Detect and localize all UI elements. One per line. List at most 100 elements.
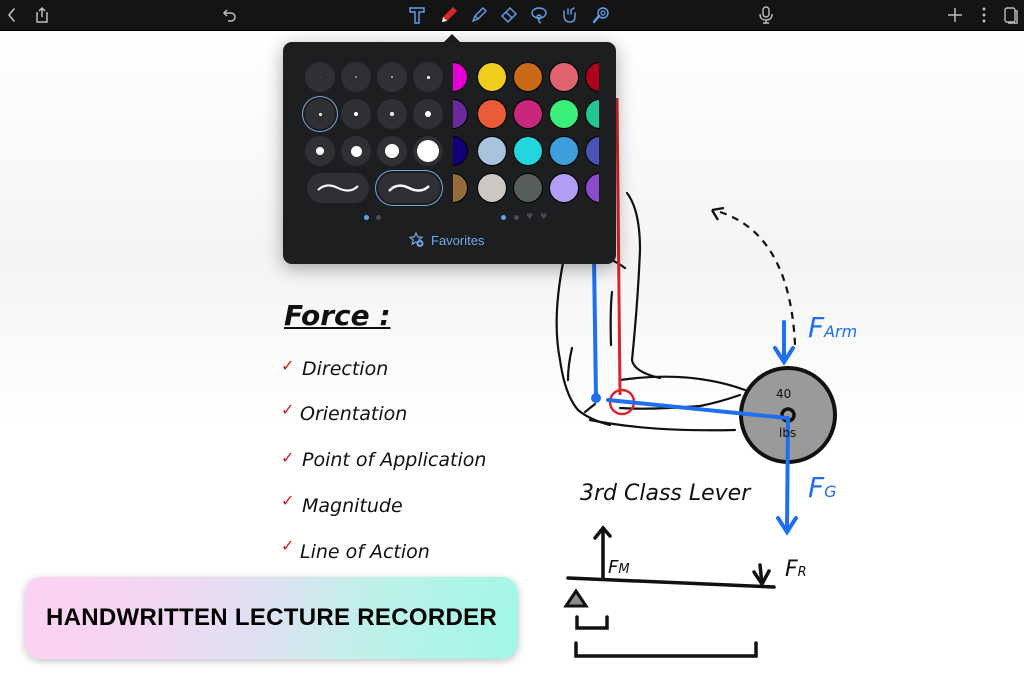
back-button[interactable] <box>0 3 24 27</box>
pen-size-option[interactable] <box>341 136 371 166</box>
pen-size-option[interactable] <box>377 99 407 129</box>
microphone-icon <box>759 6 773 24</box>
star-add-icon <box>409 232 424 247</box>
color-swatch[interactable] <box>585 62 599 92</box>
color-page-dot[interactable] <box>514 215 519 220</box>
color-swatch[interactable] <box>585 173 599 203</box>
size-page-dot[interactable] <box>376 215 381 220</box>
pen-size-option-selected[interactable] <box>305 99 335 129</box>
color-swatch[interactable] <box>549 99 579 129</box>
add-button[interactable] <box>943 3 967 27</box>
pen-settings-popover: ♥ ♥ Favorites <box>283 42 616 264</box>
pages-icon <box>1004 7 1018 24</box>
back-icon <box>7 8 15 22</box>
force-muscle-label: FM <box>608 557 630 578</box>
drawing-layer <box>555 97 837 658</box>
color-swatch[interactable] <box>513 173 543 203</box>
hand-touch-icon <box>563 7 576 23</box>
check-icon: ✓ <box>281 448 295 467</box>
text-tool-icon <box>409 7 425 24</box>
size-page-dot-active[interactable] <box>364 215 369 220</box>
color-swatch[interactable] <box>453 136 468 166</box>
top-toolbar <box>0 0 1024 31</box>
pen-size-option[interactable] <box>413 136 443 166</box>
pages-button[interactable] <box>999 3 1023 27</box>
color-swatch[interactable] <box>549 136 579 166</box>
weight-label-bottom: lbs <box>779 426 797 440</box>
more-icon <box>982 7 986 23</box>
color-swatch[interactable] <box>585 99 599 129</box>
hand-tool-button[interactable] <box>557 3 581 27</box>
eraser-tool-button[interactable] <box>497 3 521 27</box>
laser-pointer-icon <box>592 7 609 24</box>
favorites-button[interactable]: Favorites <box>409 232 484 248</box>
eraser-icon <box>501 7 517 23</box>
checklist-item: Point of Application <box>302 449 487 471</box>
checklist-item: Magnitude <box>302 495 403 517</box>
favorites-label: Favorites <box>431 232 485 248</box>
color-swatch[interactable] <box>453 173 468 203</box>
smooth-stroke-button[interactable] <box>307 173 369 203</box>
rotation-arrow <box>719 210 797 346</box>
color-swatch[interactable] <box>549 173 579 203</box>
banner-text: HANDWRITTEN LECTURE RECORDER <box>45 604 498 631</box>
force-resistance-label: FR <box>785 557 807 582</box>
color-swatch[interactable] <box>513 99 543 129</box>
pen-size-option[interactable] <box>305 136 335 166</box>
share-icon <box>36 6 48 23</box>
pen-size-option[interactable] <box>413 99 443 129</box>
pen-tool-icon <box>442 7 457 22</box>
undo-icon <box>222 9 236 22</box>
highlighter-tool-button[interactable] <box>467 3 491 27</box>
undo-button[interactable] <box>218 3 242 27</box>
pen-size-option[interactable] <box>341 99 371 129</box>
weight-label-top: 40 <box>776 387 792 401</box>
lever-diagram <box>566 525 776 658</box>
check-icon: ✓ <box>281 356 295 375</box>
color-swatch[interactable] <box>585 136 599 166</box>
popover-caret <box>444 34 460 42</box>
checklist-item: Line of Action <box>300 541 430 563</box>
pressure-stroke-button[interactable] <box>378 173 440 203</box>
highlighter-icon <box>471 7 487 23</box>
check-icon: ✓ <box>281 536 295 555</box>
favorite-page-heart-icon[interactable]: ♥ <box>526 212 534 221</box>
lasso-icon <box>531 7 547 24</box>
laser-pointer-tool-button[interactable] <box>589 3 613 27</box>
pen-tool-button[interactable] <box>437 3 461 27</box>
record-button[interactable] <box>754 3 778 27</box>
wave-stroke-icon <box>388 184 430 192</box>
lever-title: 3rd Class Lever <box>580 481 751 506</box>
share-button[interactable] <box>30 3 54 27</box>
color-swatch[interactable] <box>477 136 507 166</box>
color-swatch[interactable] <box>513 136 543 166</box>
force-gravity-label: FG <box>808 471 837 504</box>
checklist-item: Direction <box>302 358 389 380</box>
more-button[interactable] <box>972 3 996 27</box>
check-icon: ✓ <box>281 491 295 510</box>
pen-size-option[interactable] <box>413 62 443 92</box>
promo-banner: HANDWRITTEN LECTURE RECORDER <box>25 577 518 659</box>
add-icon <box>948 8 962 22</box>
pen-size-option[interactable] <box>305 62 335 92</box>
arm-sketch <box>555 191 747 432</box>
pen-size-option[interactable] <box>377 136 407 166</box>
color-page-dot-active[interactable] <box>501 215 506 220</box>
force-arm-label: FArm <box>808 311 858 344</box>
color-swatch[interactable] <box>549 62 579 92</box>
color-palette <box>453 59 599 204</box>
pen-size-option[interactable] <box>377 62 407 92</box>
color-swatch[interactable] <box>453 99 468 129</box>
color-swatch[interactable] <box>513 62 543 92</box>
notes-title: Force : <box>284 299 391 332</box>
muscle-force-line <box>615 97 622 396</box>
color-swatch[interactable] <box>453 62 468 92</box>
text-tool-button[interactable] <box>405 3 429 27</box>
favorite-page-heart-icon[interactable]: ♥ <box>540 212 548 221</box>
pen-size-option[interactable] <box>341 62 371 92</box>
color-swatch[interactable] <box>477 173 507 203</box>
check-icon: ✓ <box>281 400 295 419</box>
lasso-tool-button[interactable] <box>527 3 551 27</box>
color-swatch[interactable] <box>477 99 507 129</box>
color-swatch[interactable] <box>477 62 507 92</box>
